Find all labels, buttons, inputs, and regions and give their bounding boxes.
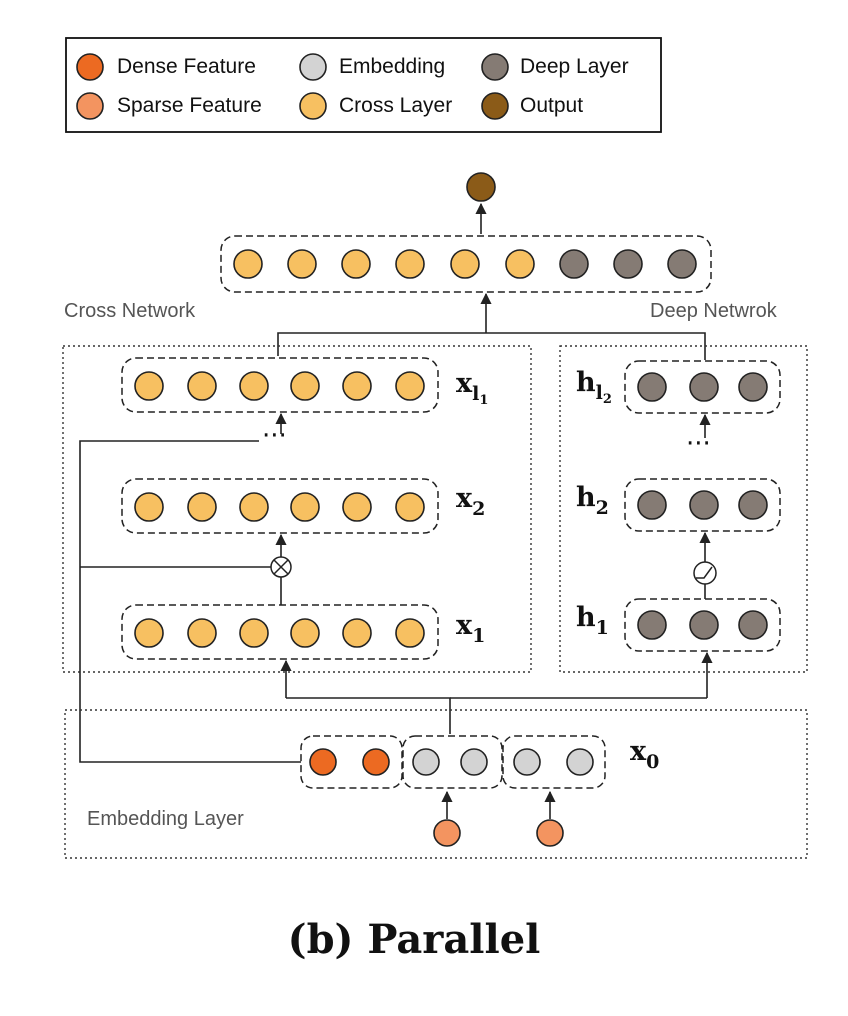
legend-swatch-sparse bbox=[76, 92, 104, 120]
legend-label-cross: Cross Layer bbox=[339, 94, 452, 117]
cross-layer-x1 bbox=[121, 604, 439, 660]
label-h1: h1 bbox=[576, 602, 609, 639]
deep-layer-h1 bbox=[624, 598, 781, 652]
cross-ellipsis: ··· bbox=[262, 421, 287, 451]
legend-label-deep: Deep Layer bbox=[520, 55, 629, 78]
label-x-l1: xl1 bbox=[456, 368, 488, 408]
x0-up-connector bbox=[286, 697, 451, 734]
legend-label-embedding: Embedding bbox=[339, 55, 445, 78]
cross-network-title: Cross Network bbox=[64, 300, 196, 322]
legend-label-dense: Dense Feature bbox=[117, 55, 256, 78]
label-h2: h2 bbox=[576, 482, 609, 519]
sparse-feature-1 bbox=[433, 819, 461, 847]
legend-label-output: Output bbox=[520, 94, 583, 117]
activation-icon bbox=[693, 561, 717, 585]
label-h-l2: hl2 bbox=[576, 367, 612, 407]
embedding-region bbox=[64, 709, 808, 859]
legend-swatch-output bbox=[481, 92, 509, 120]
legend-swatch-dense bbox=[76, 53, 104, 81]
legend-swatch-deep bbox=[481, 53, 509, 81]
legend: Dense Feature Embedding Deep Layer Spars… bbox=[65, 37, 662, 133]
x0-skip-connection bbox=[79, 440, 301, 763]
legend-swatch-embedding bbox=[299, 53, 327, 81]
dense-feature-group bbox=[300, 735, 403, 789]
embedding-group-2 bbox=[502, 735, 606, 789]
concat-layer bbox=[220, 235, 712, 293]
cross-product-icon bbox=[270, 556, 292, 578]
deep-network-title: Deep Netwrok bbox=[650, 300, 778, 322]
legend-swatch-cross bbox=[299, 92, 327, 120]
deep-layer-hl2 bbox=[624, 360, 781, 414]
embedding-layer-title: Embedding Layer bbox=[87, 808, 244, 830]
label-x1: x1 bbox=[456, 610, 485, 647]
deep-ellipsis: ··· bbox=[686, 429, 711, 459]
cross-network-region bbox=[62, 345, 532, 673]
cross-layer-x2 bbox=[121, 478, 439, 534]
legend-label-sparse: Sparse Feature bbox=[117, 94, 262, 117]
sparse-feature-2 bbox=[536, 819, 564, 847]
embedding-group-1 bbox=[402, 735, 503, 789]
figure-caption: (b) Parallel bbox=[288, 916, 541, 963]
label-x2: x2 bbox=[456, 483, 485, 520]
deep-layer-h2 bbox=[624, 478, 781, 532]
output-node bbox=[466, 172, 496, 202]
cross-layer-xl1 bbox=[121, 357, 439, 413]
deep-network-region bbox=[559, 345, 808, 673]
label-x0: x0 bbox=[630, 736, 659, 773]
